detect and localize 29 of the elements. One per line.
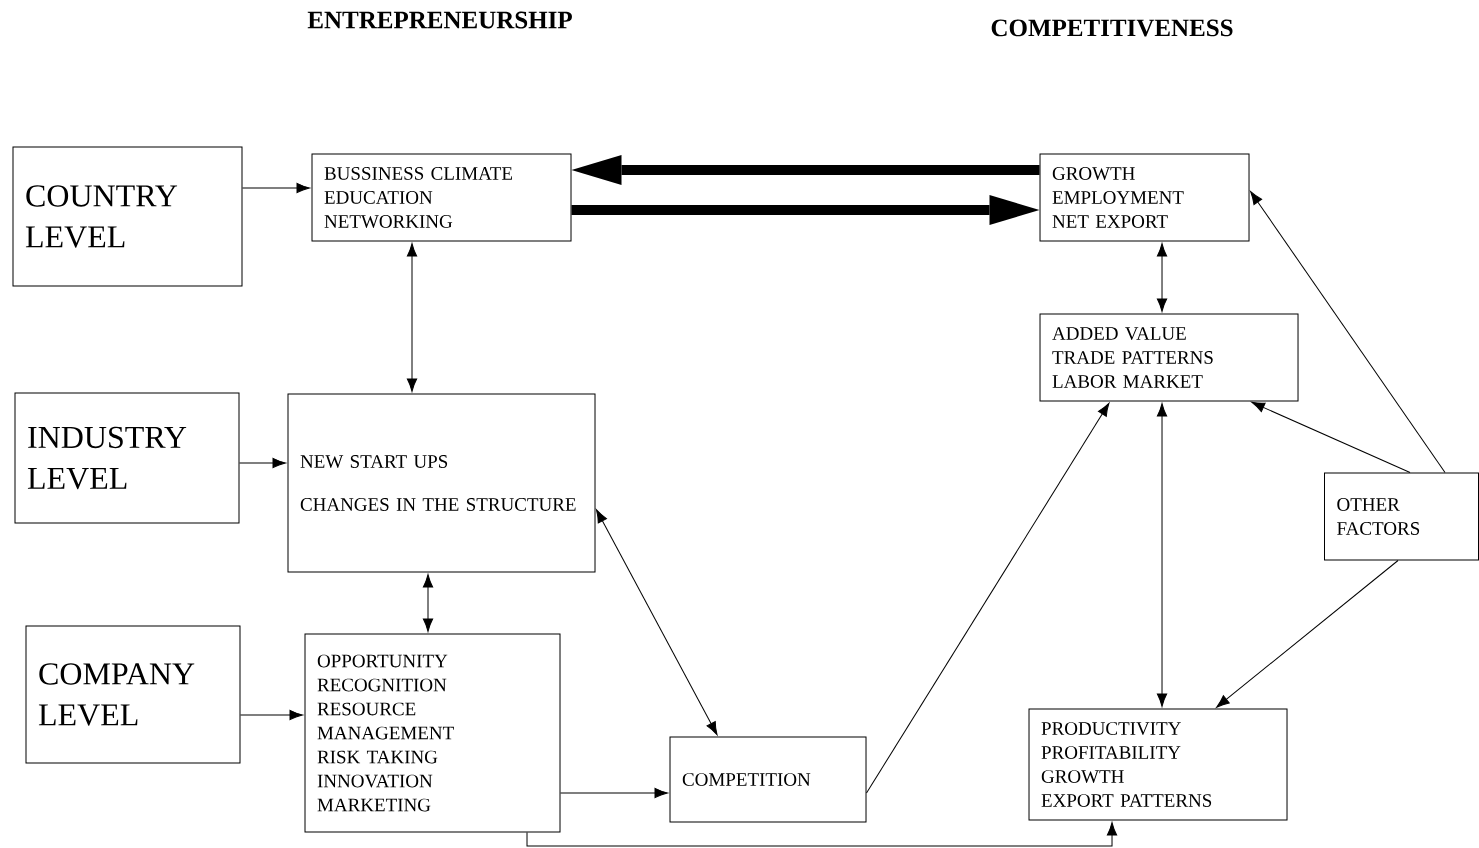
arrow (1250, 191, 1446, 473)
factor-box: PRODUCTIVITY PROFITABILITY GROWTH EXPORT PATTERNS (1028, 708, 1288, 821)
heading: COMPETITIVENESS (991, 19, 1233, 37)
factor-box: OTHER FACTORS (1324, 472, 1479, 561)
arrow (239, 457, 286, 469)
arrow (1251, 401, 1411, 473)
level-box: COMPANY LEVEL (25, 625, 241, 764)
arrow (866, 402, 1110, 794)
factor-box: BUSSINESS CLIMATE EDUCATION NETWORKING (311, 153, 572, 242)
factor-box: GROWTH EMPLOYMENT NET EXPORT (1039, 153, 1250, 242)
heading: ENTREPRENEURSHIP (307, 11, 572, 29)
level-box: COUNTRY LEVEL (12, 146, 243, 287)
factor-box: ADDED VALUE TRADE PATTERNS LABOR MARKET (1039, 313, 1299, 402)
arrow (406, 243, 418, 392)
arrow (571, 195, 1040, 225)
arrow (1156, 403, 1168, 707)
arrow (422, 574, 434, 632)
arrow (596, 509, 718, 736)
factor-box: OPPORTUNITY RECOGNITION RESOURCE MANAGEMENT RISK TAKING INNOVATION MARKETING (304, 633, 561, 833)
factor-box: COMPETITION (669, 736, 867, 823)
arrow (560, 787, 668, 799)
arrow (1216, 560, 1399, 708)
arrow (240, 709, 303, 721)
arrow (1156, 243, 1168, 312)
arrow (242, 182, 310, 194)
factor-box: NEW START UPS CHANGES IN THE STRUCTURE (287, 393, 596, 573)
level-box: INDUSTRY LEVEL (14, 392, 240, 524)
arrow (571, 155, 1040, 185)
arrow (526, 822, 1118, 847)
